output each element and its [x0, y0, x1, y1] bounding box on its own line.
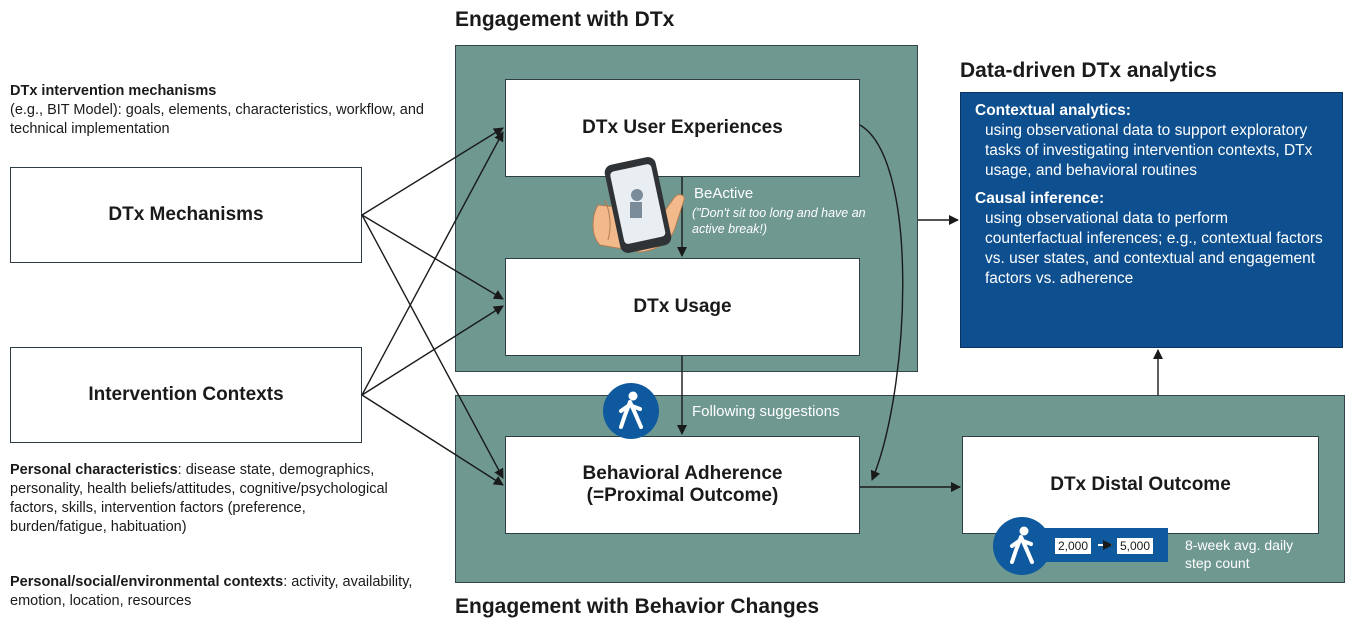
personal-characteristics-title: Personal characteristics [10, 462, 178, 478]
intervention-contexts-box: Intervention Contexts [10, 347, 362, 443]
adherence-line1: Behavioral Adherence [582, 463, 783, 484]
step-count-label: 8-week avg. daily step count [1185, 537, 1294, 571]
personal-characteristics-body: : disease state, demographics, personali… [10, 462, 388, 535]
mechanisms-note: DTx intervention mechanisms (e.g., BIT M… [10, 82, 430, 139]
arrow-ctx-adherence [361, 394, 504, 486]
mechanisms-note-body: (e.g., BIT Model): goals, elements, char… [10, 102, 424, 137]
personal-characteristics-note: Personal characteristics: disease state,… [10, 461, 390, 537]
beactive-label: BeActive [694, 185, 754, 202]
walking-person-icon [603, 383, 659, 439]
heading-engagement-behavior: Engagement with Behavior Changes [455, 595, 820, 618]
mechanisms-note-title: DTx intervention mechanisms [10, 83, 217, 99]
arrow-ux-adherence-curve [859, 124, 904, 481]
beactive-quote: ("Don't sit too long and have an active … [692, 206, 866, 236]
contexts-note: Personal/social/environmental contexts: … [10, 573, 430, 611]
dtx-user-experiences-box: DTx User Experiences [505, 79, 860, 177]
contexts-note-body: : activity, availability, emotion, locat… [10, 574, 413, 609]
contexts-note-title: Personal/social/environmental contexts [10, 574, 284, 590]
heading-analytics: Data-driven DTx analytics [960, 59, 1217, 82]
arrow-mech-usage [361, 214, 504, 300]
dtx-mechanisms-box: DTx Mechanisms [10, 167, 362, 263]
phone-illustration [592, 157, 685, 253]
walking-person-icon-outcome [993, 517, 1051, 575]
contextual-analytics-body: using observational data to support expl… [985, 122, 1313, 179]
heading-engagement-dtx: Engagement with DTx [455, 8, 675, 31]
contextual-analytics-title: Contextual analytics: [975, 102, 1131, 119]
behavioral-adherence-box: Behavioral Adherence (=Proximal Outcome) [505, 436, 860, 534]
step-count-before: 2,000 [1054, 537, 1093, 555]
step-count-after: 5,000 [1116, 537, 1155, 555]
arrow-ctx-usage [361, 305, 504, 396]
following-suggestions-label: Following suggestions [692, 403, 840, 420]
adherence-line2: (=Proximal Outcome) [586, 485, 779, 506]
analytics-box: Contextual analytics: using observationa… [960, 92, 1343, 348]
causal-inference-title: Causal inference: [975, 190, 1105, 207]
arrow-mech-ux [361, 127, 504, 216]
dtx-usage-box: DTx Usage [505, 258, 860, 356]
arrow-mech-adherence [361, 214, 504, 479]
causal-inference-body: using observational data to perform coun… [985, 210, 1323, 287]
arrow-ctx-ux [361, 131, 504, 396]
